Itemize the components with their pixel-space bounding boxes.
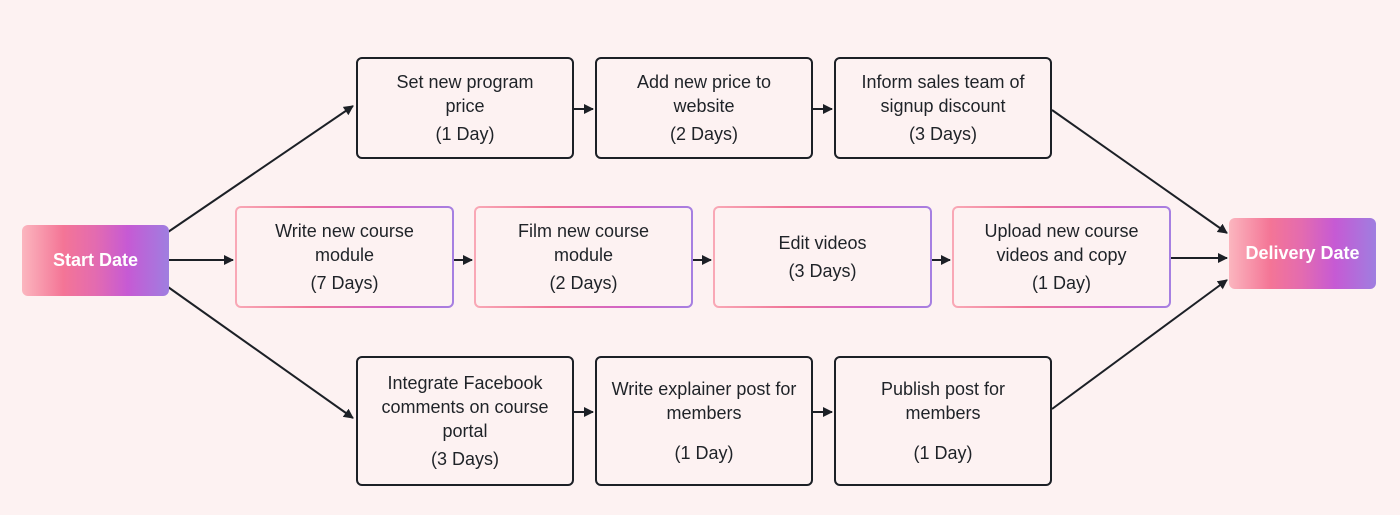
task-set-new-program-price: Set new program price (1 Day) [356, 57, 574, 159]
arrow-start-to-bottom [167, 286, 354, 419]
task-duration: (3 Days) [908, 124, 977, 144]
task-integrate-facebook-comments: Integrate Facebook comments on course po… [356, 356, 574, 486]
task-duration: (2 Days) [669, 124, 738, 144]
arrow-start-to-top [167, 105, 354, 233]
arrow-bottom-to-end [1051, 279, 1228, 410]
task-duration: (1 Day) [435, 124, 495, 144]
task-title: Publish post for members [880, 379, 1006, 423]
task-title: Inform sales team of signup discount [861, 72, 1025, 116]
start-date-label: Start Date [52, 250, 139, 270]
task-title: Set new program price [396, 72, 534, 116]
task-inform-sales-team: Inform sales team of signup discount (3 … [834, 57, 1052, 159]
task-upload-course-videos: Upload new course videos and copy (1 Day… [952, 206, 1171, 308]
task-write-explainer-post: Write explainer post for members (1 Day) [595, 356, 813, 486]
task-title: Upload new course videos and copy [984, 221, 1139, 265]
task-duration: (2 Days) [549, 273, 618, 293]
task-title: Add new price to website [636, 72, 772, 116]
task-edit-videos: Edit videos (3 Days) [713, 206, 932, 308]
delivery-date-label: Delivery Date [1245, 243, 1360, 263]
task-title: Integrate Facebook comments on course po… [381, 373, 549, 441]
task-title: Write new course module [275, 221, 414, 265]
task-duration: (1 Day) [1031, 273, 1091, 293]
task-duration: (1 Day) [913, 443, 973, 463]
task-write-new-course-module: Write new course module (7 Days) [235, 206, 454, 308]
arrow-top-to-end [1051, 109, 1228, 234]
task-add-new-price-to-website: Add new price to website (2 Days) [595, 57, 813, 159]
task-title: Film new course module [517, 221, 650, 265]
delivery-date-node: Delivery Date [1229, 218, 1376, 289]
task-title: Write explainer post for members [611, 379, 797, 423]
task-duration: (3 Days) [430, 449, 499, 469]
task-duration: (1 Day) [674, 443, 734, 463]
task-film-new-course-module: Film new course module (2 Days) [474, 206, 693, 308]
task-duration: (3 Days) [788, 261, 857, 281]
start-date-node: Start Date [22, 225, 169, 296]
task-title: Edit videos [778, 233, 867, 253]
task-publish-post: Publish post for members (1 Day) [834, 356, 1052, 486]
task-duration: (7 Days) [310, 273, 379, 293]
